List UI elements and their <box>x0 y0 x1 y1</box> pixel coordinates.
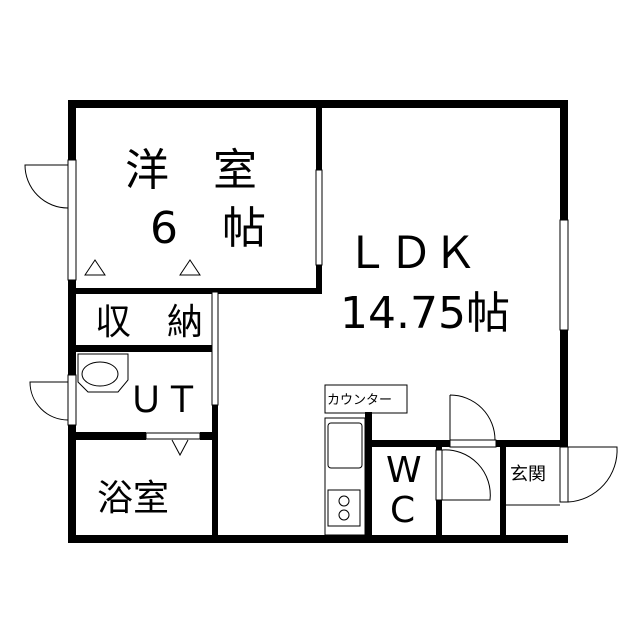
burner <box>338 509 350 521</box>
windows <box>67 159 569 440</box>
counter-label: カウンター <box>327 393 392 408</box>
wc-top-door <box>449 394 496 441</box>
storage-label: 収 納 <box>95 302 203 343</box>
bath-door-arrow <box>171 439 189 457</box>
fixtures <box>77 353 408 536</box>
burner <box>338 495 350 507</box>
utility-label: ＵＴ <box>128 380 200 421</box>
entrance-door <box>567 446 618 503</box>
wc-door <box>441 449 491 501</box>
toilet-label-w: W <box>386 450 422 491</box>
walls <box>68 100 568 543</box>
sink <box>327 422 363 469</box>
toilet-label-c: C <box>390 490 415 531</box>
kitchen-counter <box>324 417 366 536</box>
stove <box>327 489 361 527</box>
ldk-size: 14.75帖 <box>340 288 510 339</box>
entrance-label: 玄関 <box>510 464 546 485</box>
doors <box>24 164 618 506</box>
washbasin <box>77 353 129 393</box>
ut-door <box>29 381 69 421</box>
counter-outline <box>324 384 408 414</box>
western-room-size: 6 帖 <box>150 203 266 254</box>
ldk-label: ＬＤＫ <box>345 228 477 279</box>
bath-label: 浴室 <box>97 478 169 519</box>
western-room-label: 洋 室 <box>125 145 257 196</box>
closet-arrows <box>84 259 201 276</box>
western-room-door <box>24 164 69 209</box>
